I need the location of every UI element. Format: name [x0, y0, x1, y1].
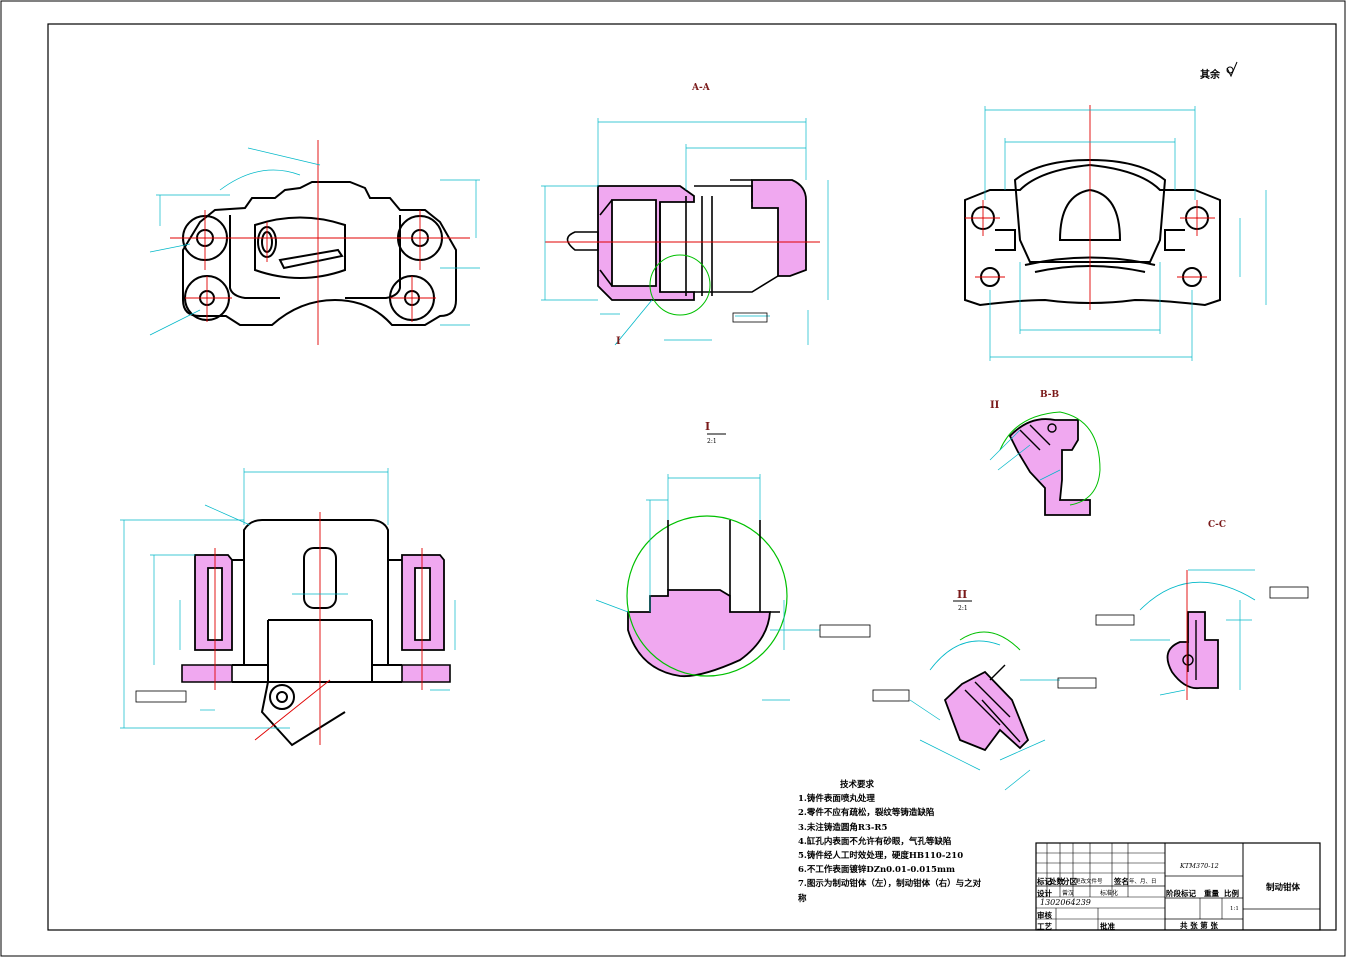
- detail-ii-label: II: [957, 588, 968, 601]
- tb-scale-label: 比例: [1224, 889, 1239, 898]
- marker-ii: II: [990, 400, 1000, 411]
- student-id: 1302064239: [1040, 898, 1091, 907]
- tb-standard: 标准化: [1100, 890, 1119, 897]
- section-b-b-view: [989, 411, 1101, 516]
- tech-req-item: 3.未注铸造圆角R3-R5: [798, 822, 888, 833]
- tech-req-item: 1.铸件表面喷丸处理: [798, 794, 875, 805]
- tech-req-item: 6.不工作表面镀锌DZn0.01-0.015mm: [798, 865, 955, 876]
- part-name: 制动钳体: [1266, 883, 1301, 893]
- tb-sheets: 共 张 第 张: [1180, 921, 1218, 930]
- tb-process: 工艺: [1037, 922, 1052, 931]
- detail-i-scale: 2:1: [707, 438, 717, 445]
- section-c-c-label: C-C: [1208, 520, 1227, 530]
- tb-review: 审核: [1037, 911, 1052, 920]
- tb-mark: 标记: [1037, 877, 1052, 886]
- tech-req-title: 技术要求: [840, 780, 875, 790]
- tb-designer: 曾汉: [1062, 890, 1075, 897]
- tech-req-item: 称: [798, 893, 807, 904]
- marker-i: I: [616, 336, 621, 347]
- title-block: [1035, 842, 1321, 931]
- detail-i-label: I: [705, 420, 711, 433]
- tech-req-item: 5.铸件经人工时效处理，硬度HB110-210: [798, 851, 964, 862]
- tb-zone: 分区: [1062, 877, 1077, 886]
- tolerance-frames: [135, 312, 1309, 703]
- tb-weight: 重量: [1204, 889, 1219, 898]
- tb-count: 处数: [1049, 877, 1064, 886]
- detail-i-view: [595, 433, 820, 701]
- tb-date: 年、月、日: [1129, 879, 1157, 885]
- section-a-a-label: A-A: [692, 83, 710, 93]
- tb-sign: 签名: [1114, 877, 1129, 886]
- drawing-number: KTM370-12: [1180, 862, 1219, 870]
- detail-ii-view: [909, 600, 1060, 791]
- technical-requirements: 技术要求 1.铸件表面喷丸处理 2.零件不应有疏松，裂纹等铸造缺陷 3.未注铸造…: [798, 778, 981, 906]
- tech-req-item: 2.零件不应有疏松，裂纹等铸造缺陷: [798, 808, 935, 819]
- drawing-frame: [47, 23, 1337, 931]
- tb-approve: 批准: [1100, 922, 1115, 931]
- tb-docno: 更改文件号: [1075, 879, 1103, 885]
- roughness-symbol: [1226, 61, 1238, 78]
- tech-req-item: 7.图示为制动钳体（左），制动钳体（右）与之对: [798, 879, 982, 890]
- front-view: [149, 140, 480, 345]
- section-a-a-view: [541, 118, 829, 346]
- tech-req-item: 4.缸孔内表面不允许有砂眼，气孔等缺陷: [798, 836, 952, 847]
- tb-design: 设计: [1037, 889, 1052, 898]
- section-b-b-label: B-B: [1040, 390, 1060, 400]
- tb-stage: 阶段标记: [1166, 889, 1196, 898]
- top-right-view: [964, 105, 1267, 361]
- section-c-c-view: [1130, 569, 1256, 700]
- bottom-left-view: [120, 468, 456, 747]
- tb-scale: 1:1: [1230, 906, 1239, 912]
- roughness-note: 其余: [1200, 70, 1220, 81]
- detail-ii-scale: 2:1: [958, 605, 968, 612]
